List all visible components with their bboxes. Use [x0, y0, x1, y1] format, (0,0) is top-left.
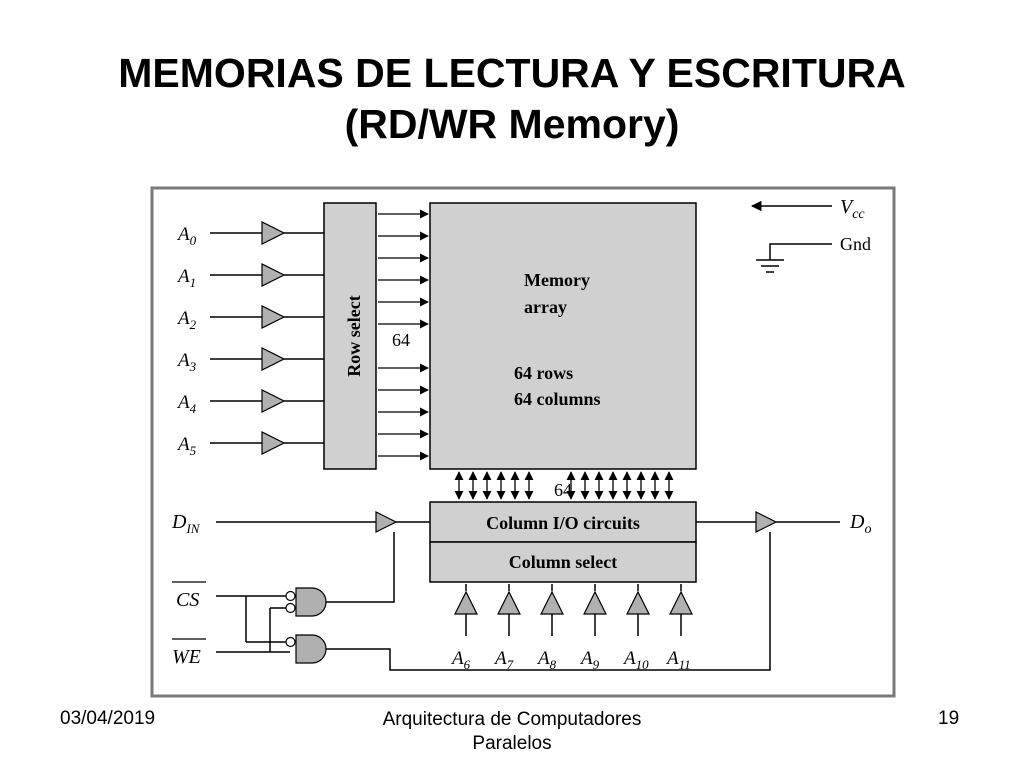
svg-text:Do: Do: [849, 511, 871, 537]
svg-text:Vcc: Vcc: [840, 196, 865, 222]
din-subscript: IN: [185, 521, 200, 536]
we-label: WE: [172, 646, 201, 668]
column-address-inputs: A6 A7 A8 A9 A10 A11: [450, 584, 693, 672]
memory-array-block: [429, 202, 697, 470]
address-input-row-0: A0: [176, 221, 324, 248]
input-buffer-triangle: [261, 305, 286, 329]
din-buffer: [375, 511, 398, 533]
input-buffer-triangle: [261, 347, 286, 371]
row-select-bus: [378, 209, 429, 461]
svg-text:DIN: DIN: [171, 511, 201, 536]
address-label: A0: [176, 224, 197, 248]
input-buffer-triangle: [261, 263, 286, 287]
row-select-block: [323, 202, 377, 470]
column-io-label: Column I/O circuits: [486, 513, 640, 533]
address-label: A2: [176, 308, 197, 332]
address-input-col-5: A11: [665, 584, 693, 672]
address-input-row-5: A5: [176, 431, 324, 458]
address-input-row-3: A3: [176, 347, 324, 374]
cs-inversion-bubble: [285, 590, 296, 602]
address-input-col-1: A7: [493, 584, 521, 672]
footer-course-line2: Paralelos: [472, 733, 552, 754]
address-label: A11: [665, 648, 691, 672]
we-inversion-bubble: [285, 602, 296, 614]
address-label: A9: [579, 648, 600, 672]
memory-label-line2: array: [524, 297, 567, 317]
address-input-col-3: A9: [579, 584, 607, 672]
row-bus-count: 64: [392, 330, 410, 350]
address-label: A1: [176, 266, 196, 290]
input-buffer-triangle: [261, 221, 286, 245]
vcc-subscript: cc: [852, 207, 865, 222]
address-label: A6: [450, 648, 471, 672]
footer-date: 03/04/2019: [60, 708, 156, 729]
din-label: D: [171, 511, 187, 533]
gnd-label: Gnd: [840, 234, 871, 254]
address-label: A10: [622, 648, 649, 672]
cs-label: CS: [176, 589, 199, 611]
memory-label-line1: Memory: [524, 270, 590, 290]
row-select-label: Row select: [344, 295, 364, 376]
column-bus: [454, 471, 674, 500]
footer-course: Arquitectura de Computadores Paralelos: [362, 708, 662, 756]
memory-rows-label: 64 rows: [514, 363, 573, 383]
address-input-col-0: A6: [450, 584, 478, 672]
slide-title-line1: MEMORIAS DE LECTURA Y ESCRITURA: [118, 50, 906, 96]
control-logic: CS WE: [172, 532, 771, 671]
slide-title-line2: (RD/WR Memory): [344, 101, 680, 147]
vcc-supply: Vcc: [750, 196, 865, 222]
address-label: A8: [536, 648, 557, 672]
vcc-label: V: [840, 196, 855, 218]
input-buffer-triangle: [261, 389, 286, 413]
address-label: A5: [176, 434, 197, 458]
address-input-col-4: A10: [622, 584, 650, 672]
dout-buffer: [755, 511, 778, 533]
column-select-block: [429, 541, 697, 583]
column-io-block: [429, 501, 697, 543]
and-gate-read: [295, 634, 327, 664]
and-gate-write: [295, 587, 327, 617]
cs-inversion-bubble-2: [285, 636, 296, 648]
address-input-row-4: A4: [176, 389, 324, 416]
address-label: A3: [176, 350, 197, 374]
address-label: A4: [176, 392, 197, 416]
ground-symbol: Gnd: [756, 234, 871, 273]
address-label: A7: [493, 648, 514, 672]
input-buffer-triangle: [261, 431, 286, 455]
address-input-row-1: A1: [176, 263, 324, 290]
footer-page-number: 19: [938, 708, 960, 729]
address-input-row-2: A2: [176, 305, 324, 332]
column-select-label: Column select: [509, 552, 617, 572]
dout-subscript: o: [864, 522, 871, 537]
column-bus-count: 64: [554, 480, 572, 500]
data-out-path: Do: [696, 511, 871, 537]
footer-course-line1: Arquitectura de Computadores: [382, 709, 642, 730]
dout-label: D: [849, 511, 865, 533]
memory-columns-label: 64 columns: [514, 389, 601, 409]
data-in-path: DIN: [171, 511, 430, 536]
address-input-col-2: A8: [536, 584, 564, 672]
